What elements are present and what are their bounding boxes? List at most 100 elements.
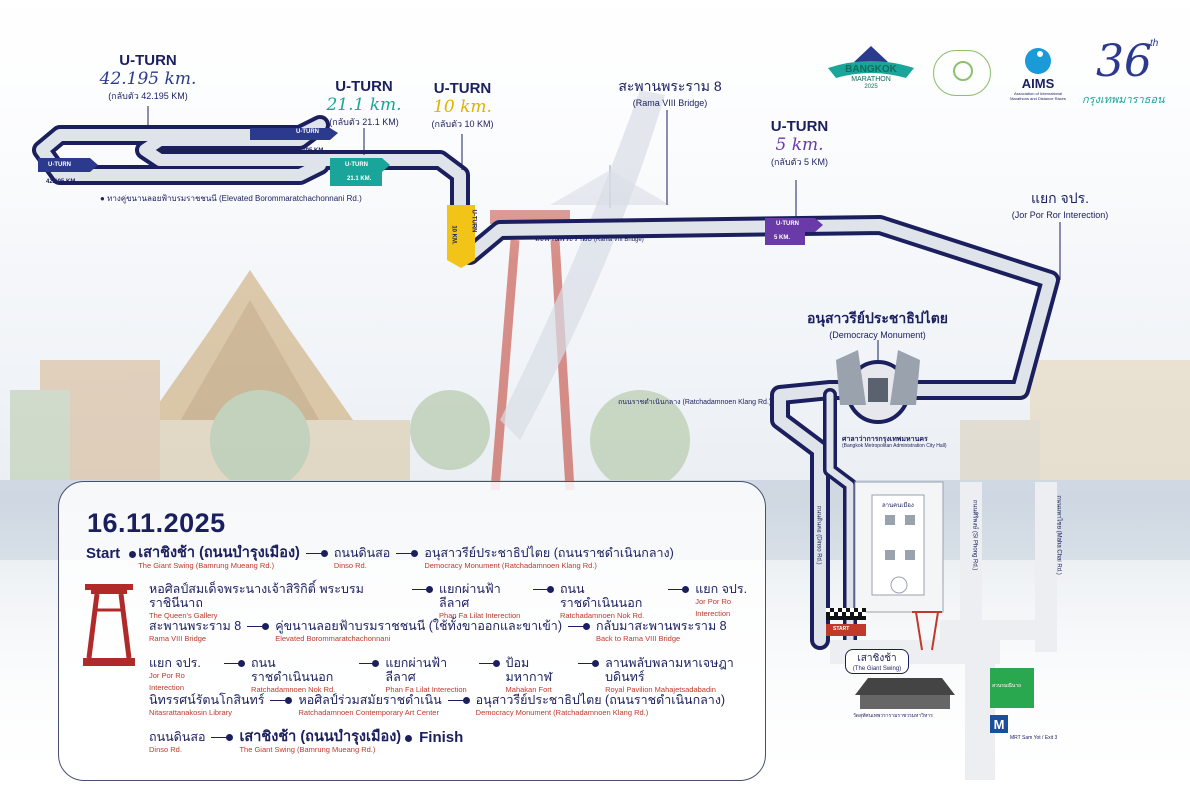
arrow-icon xyxy=(394,546,420,560)
rama8-bridge-label: สะพานพระราม 8 (Rama VIII Bridge) xyxy=(600,76,740,108)
uturn-badge-42k-bottom xyxy=(38,158,98,172)
uturn-badge-10k xyxy=(447,205,475,268)
city-hall-label: ศาลาว่าการกรุงเทพมหานคร xyxy=(842,436,928,443)
lanmuang-label: ลานคนเมือง xyxy=(882,503,914,509)
elevated-road-text: ทางคู่ขนานลอยฟ้าบรมราชชนนี (Elevated Bor… xyxy=(107,194,362,203)
stop-th: นิทรรศน์รัตนโกสินทร์ xyxy=(149,693,265,707)
rama8-road-label: สะพานพระราม8 (Rama VIII Bridge) xyxy=(535,232,644,245)
stop-th: ลานพลับพลามหาเจษฎาบดินทร์ xyxy=(605,656,734,684)
stop-rama8: สะพานพระราม 8 Rama VIII Bridge xyxy=(149,619,241,645)
stop-en: Ratchadamnoen Nok Rd. xyxy=(559,611,645,620)
rama8-road-th: สะพานพระราม8 xyxy=(535,234,592,243)
stop-democracy-monument: อนุสาวรีย์ประชาธิปไตย (ถนนราชดำเนินกลาง)… xyxy=(424,546,673,572)
stop-th: แยก จปร. xyxy=(695,582,748,596)
stop-en: Democracy Monument (Ratchadamnoen Klang … xyxy=(475,708,649,717)
arrow-icon xyxy=(268,693,294,707)
arrow-icon xyxy=(222,656,247,670)
elevated-dot-icon: ● xyxy=(100,194,108,203)
start-finish-label: START xyxy=(833,626,850,632)
wat-suthat-icon xyxy=(855,678,955,709)
stop-queens-gallery: หอศิลป์สมเด็จพระนางเจ้าสิริกิติ์ พระบรมร… xyxy=(149,582,406,622)
stop-phan-fa-2: แยกผ่านฟ้าลีลาศ Phan Fa Lilat Interectio… xyxy=(385,656,472,696)
uturn-42k-distance: 42.195 km. xyxy=(99,69,197,89)
uturn-42k-sub: (กลับตัว 42.195 KM) xyxy=(108,91,188,101)
schedule-row-6: ถนนดินสอ Dinso Rd. เสาชิงช้า (ถนนบำรุงเม… xyxy=(149,730,468,756)
badge-5k-dist: 5 KM. xyxy=(774,235,791,241)
schedule-row-3: สะพานพระราม 8 Rama VIII Bridge คู่ขนานลอ… xyxy=(149,619,727,645)
logo-bangkok-text: BANGKOK xyxy=(845,64,897,75)
stop-th: เสาชิงช้า (ถนนบำรุงเมือง) xyxy=(239,729,402,745)
edition-number: 36 xyxy=(1096,36,1152,87)
elevated-road-label: ● ทางคู่ขนานลอยฟ้าบรมราชชนนี (Elevated B… xyxy=(100,192,362,205)
uturn-5k-title: U-TURN xyxy=(770,118,829,135)
park-label: สวนรมณีนาถ xyxy=(992,683,1022,689)
stop-phan-fa: แยกผ่านฟ้าลีลาศ Phan Fa Lilat Interectio… xyxy=(439,582,527,622)
badge-42k-top-dist: 42.195 KM. xyxy=(294,148,326,154)
park-block xyxy=(990,668,1034,708)
stop-giant-swing-finish: เสาชิงช้า (ถนนบำรุงเมือง) The Giant Swin… xyxy=(239,730,401,756)
schedule-row-4: แยก จปร. Jor Por Ro Interection ถนนราชดำ… xyxy=(149,656,765,696)
world-athletics-logo xyxy=(933,50,991,96)
stop-th: สะพานพระราม 8 xyxy=(149,619,242,633)
jpr-th: แยก จปร. xyxy=(1030,190,1090,206)
arrow-icon xyxy=(245,619,271,633)
finish-keyword: Finish xyxy=(419,729,464,746)
world-athletics-icon xyxy=(953,61,973,81)
city-hall-en: (Bangkok Metropolitan Administration Cit… xyxy=(842,443,947,449)
badge-42k-bottom-dist: 42.195 KM. xyxy=(46,179,78,185)
democracy-monument-icon xyxy=(836,350,920,424)
uturn-5k-sub: (กลับตัว 5 KM) xyxy=(770,157,829,167)
stop-en: Jor Por Ro Interection xyxy=(149,671,185,692)
stop-jpr-2: แยก จปร. Jor Por Ro Interection xyxy=(149,656,218,694)
arrow-icon xyxy=(477,656,502,670)
stop-ratchadamnoen-nok: ถนนราชดำเนินนอก Ratchadamnoen Nok Rd. xyxy=(560,582,662,622)
stop-th: ถนนดินสอ xyxy=(149,730,206,744)
schedule-row-2: หอศิลป์สมเด็จพระนางเจ้าสิริกิติ์ พระบรมร… xyxy=(149,582,765,622)
arrow-icon xyxy=(666,582,691,596)
stop-th: อนุสาวรีย์ประชาธิปไตย (ถนนราชดำเนินกลาง) xyxy=(424,546,674,560)
arrow-icon xyxy=(576,656,601,670)
stop-royal-pavilion: ลานพลับพลามหาเจษฎาบดินทร์ Royal Pavilion… xyxy=(605,656,765,696)
arrow-icon xyxy=(566,619,592,633)
stop-mahakan-fort: ป้อมมหากาฬ Mahakan Fort xyxy=(506,656,573,696)
uturn-21k-sub: (กลับตัว 21.1 KM) xyxy=(329,117,399,127)
stop-th: แยก จปร. xyxy=(149,656,201,670)
stop-democracy-monument-2: อนุสาวรีย์ประชาธิปไตย (ถนนราชดำเนินกลาง)… xyxy=(476,693,725,719)
giant-swing-map-icon xyxy=(912,611,942,651)
stop-en: Elevated Borommaratchachonnani xyxy=(275,634,391,643)
stop-en: The Giant Swing (Bamrung Mueang Rd.) xyxy=(239,745,376,754)
stop-th: ถนนราชดำเนินนอก xyxy=(559,582,643,610)
stop-th: หอศิลป์สมเด็จพระนางเจ้าสิริกิติ์ พระบรมร… xyxy=(149,582,364,610)
uturn-21k-label: U-TURN 21.1 km. (กลับตัว 21.1 KM) xyxy=(314,78,414,129)
badge-42k-top-label: U-TURN xyxy=(296,129,319,135)
stop-dinso-2: ถนนดินสอ Dinso Rd. xyxy=(149,730,205,756)
badge-10k-dist: 10 KM. xyxy=(450,225,457,245)
stop-en: Nitasrattanakosin Library xyxy=(149,708,232,717)
stop-en: Dinso Rd. xyxy=(149,745,182,754)
rama8-road-en: (Rama VIII Bridge) xyxy=(594,237,644,243)
arrow-icon xyxy=(446,693,472,707)
arrow-icon xyxy=(531,582,556,596)
stop-en: Dinso Rd. xyxy=(333,561,367,570)
bangkok-marathon-logo: BANGKOK MARATHON 2025 xyxy=(826,44,916,94)
uturn-5k-label: U-TURN 5 km. (กลับตัว 5 KM) xyxy=(752,118,847,169)
mrt-label: MRT Sam Yot / Exit 3 xyxy=(1010,735,1058,741)
arrow-icon xyxy=(410,582,435,596)
edition-suffix: th xyxy=(1150,38,1159,49)
stop-th: กลับมาสะพานพระราม 8 xyxy=(595,619,727,633)
stop-nitas-library: นิทรรศน์รัตนโกสินทร์ Nitasrattanakosin L… xyxy=(149,693,264,719)
stop-th: แยกผ่านฟ้าลีลาศ xyxy=(439,582,501,610)
mrt-icon xyxy=(990,715,1008,733)
mahachai-road-label: ถนนมหาไชย (Maha Chai Rd.) xyxy=(1055,495,1062,575)
aims-runner-icon xyxy=(1025,48,1051,74)
stop-th: อนุสาวรีย์ประชาธิปไตย (ถนนราชดำเนินกลาง) xyxy=(475,693,726,707)
uturn-10k-distance: 10 km. xyxy=(433,97,492,117)
wat-suthat-label: วัดสุทัศนเทพวรารามราชวรมหาวิหาร xyxy=(853,713,933,719)
rama8-th: สะพานพระราม 8 xyxy=(618,78,722,94)
uturn-badge-42k-top xyxy=(250,128,338,140)
stop-en: Royal Pavilion Mahajetsadabadin xyxy=(605,685,716,694)
edition-th: กรุงเทพมาราธอน xyxy=(1082,94,1165,106)
stop-giant-swing: เสาชิงช้า (ถนนบำรุงเมือง) The Giant Swin… xyxy=(138,546,300,572)
schedule-row-5: นิทรรศน์รัตนโกสินทร์ Nitasrattanakosin L… xyxy=(149,693,725,719)
uturn-21k-distance: 21.1 km. xyxy=(326,95,402,115)
